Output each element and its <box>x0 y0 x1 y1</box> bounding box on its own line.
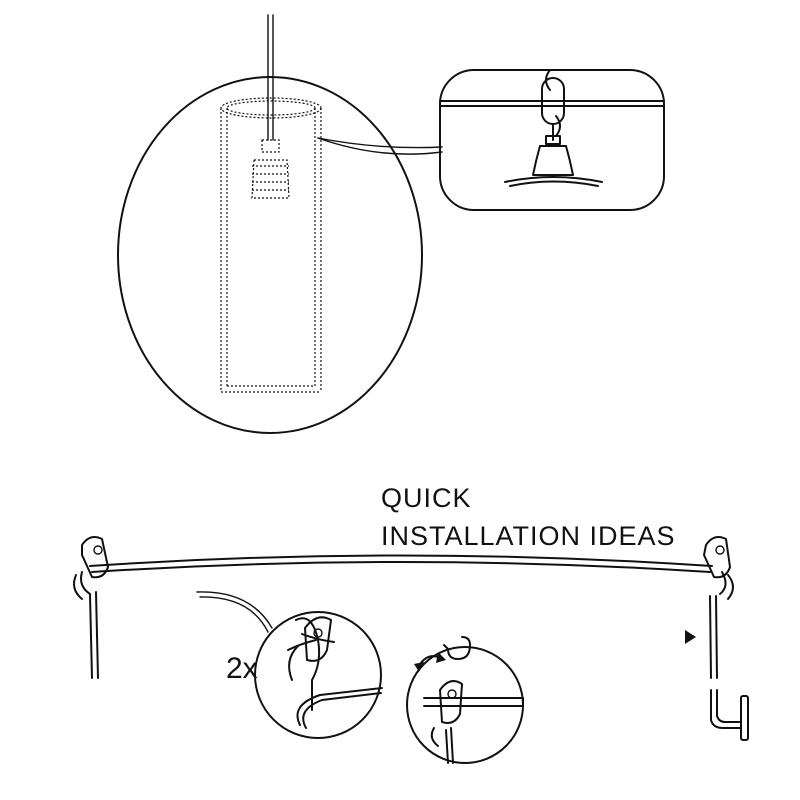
callout-pointer <box>317 137 443 155</box>
hook-detail-panel <box>439 69 665 211</box>
lamp-shade-outline <box>220 97 322 393</box>
heading-line-1: QUICK <box>381 483 472 513</box>
left-wall-anchor <box>73 536 109 679</box>
lamp-detail-oval <box>117 14 423 434</box>
triangle-arrow-icon <box>685 630 696 644</box>
main-wire <box>89 554 713 573</box>
multiplier-label: 2x <box>226 652 258 685</box>
hook-detail-circle <box>406 636 524 764</box>
right-wall-bracket <box>710 689 749 741</box>
right-wall-anchor <box>703 536 734 679</box>
heading-line-2: INSTALLATION IDEAS <box>381 521 676 551</box>
loop-detail-circle <box>196 591 383 739</box>
curved-arrow-icon <box>414 652 446 672</box>
